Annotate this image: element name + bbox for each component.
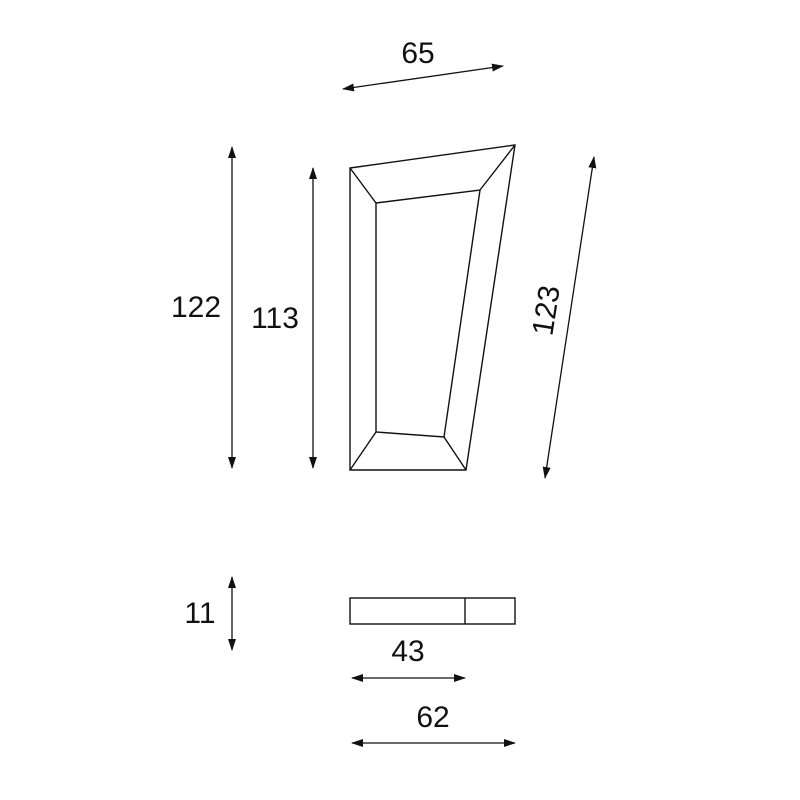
side-view — [349, 597, 516, 625]
dimension-lines — [228, 63, 597, 747]
bevel-bottom-left — [349, 431, 377, 471]
dim-label-slant-side: 123 — [526, 283, 566, 338]
bevel-top-left — [349, 167, 377, 204]
dim-label-side-inner: 43 — [391, 635, 424, 668]
outer-frame-outline — [349, 144, 516, 471]
inner-frame-outline — [375, 189, 481, 438]
side-view-outline — [349, 597, 516, 625]
bevel-top-right — [479, 144, 516, 191]
dim-line-top-width — [342, 63, 504, 92]
dim-label-thickness: 11 — [184, 597, 215, 630]
front-view — [349, 144, 516, 471]
bevel-bottom-right — [443, 436, 467, 471]
dim-label-side-total: 62 — [416, 701, 449, 734]
dim-label-top-width: 65 — [401, 37, 434, 70]
dimension-labels: 65 122 113 123 11 43 62 — [171, 37, 567, 734]
dim-label-outer-height: 122 — [171, 291, 221, 324]
dim-label-inner-height: 113 — [251, 302, 299, 335]
dim-line-slant-side — [542, 156, 597, 479]
